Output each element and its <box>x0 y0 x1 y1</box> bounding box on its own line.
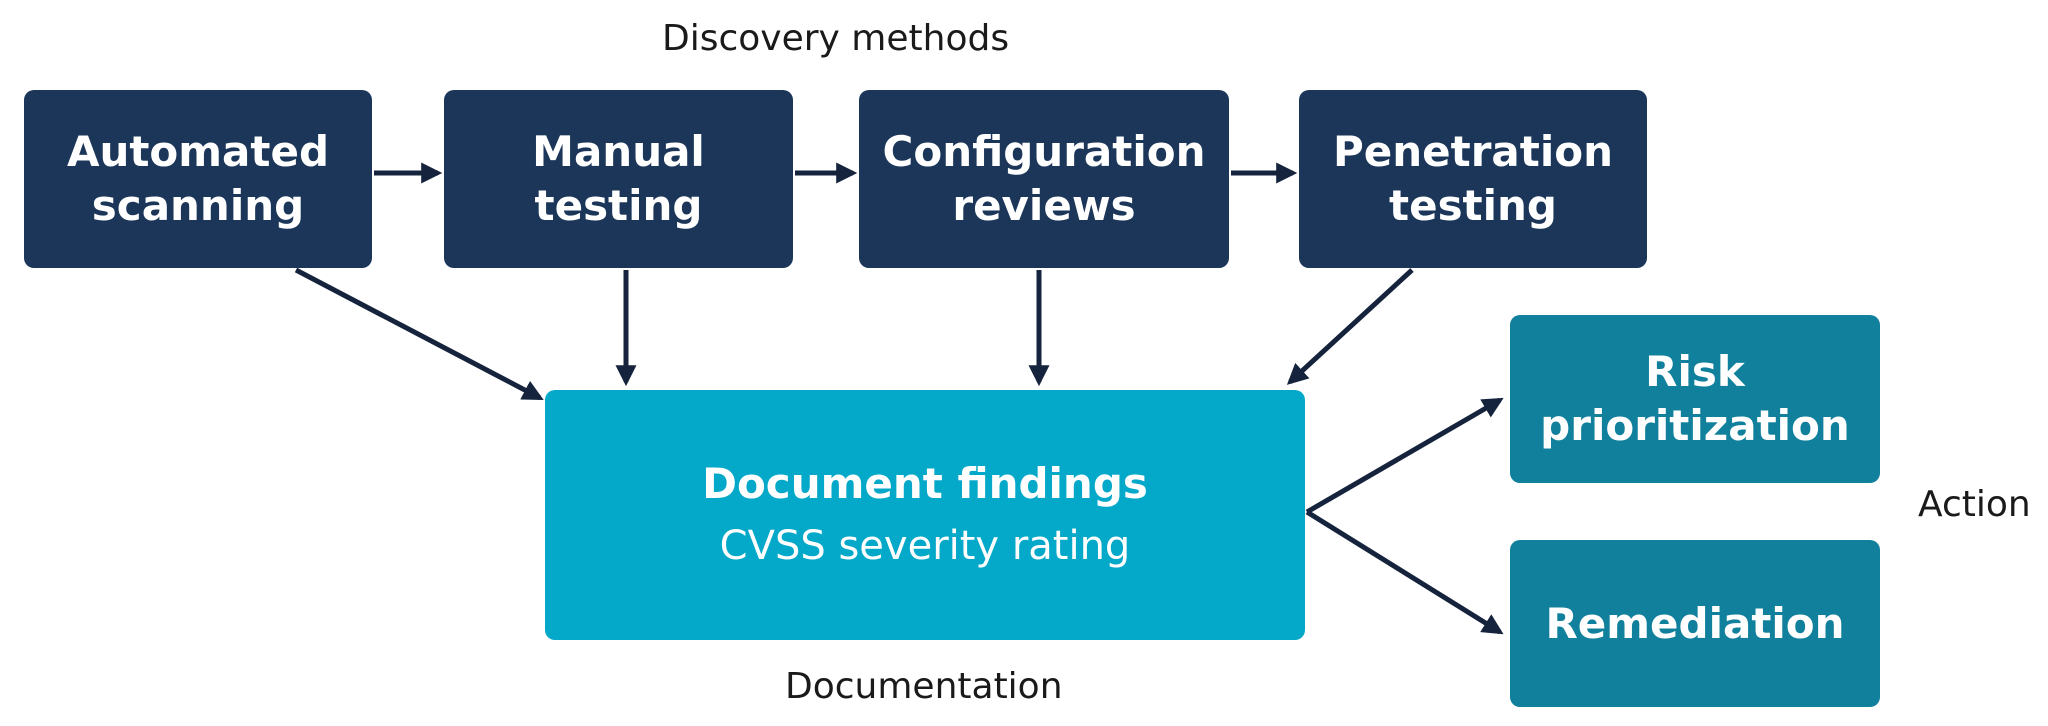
arrow-document-to-risk <box>1305 397 1504 515</box>
automated-scanning-box: Automated scanning <box>24 90 372 268</box>
arrow-automated-to-document <box>294 267 544 401</box>
risk-prioritization-line1: Risk <box>1645 347 1745 396</box>
manual-testing-line2: testing <box>534 181 703 230</box>
remediation-line1: Remediation <box>1545 598 1845 648</box>
configuration-reviews-line2: reviews <box>952 181 1136 230</box>
configuration-reviews-line1: Configuration <box>882 127 1206 176</box>
arrow-document-to-remediation <box>1305 509 1504 635</box>
document-findings-title: Document findings <box>702 459 1148 508</box>
discovery-methods-label: Discovery methods <box>662 18 1010 59</box>
penetration-testing-line2: testing <box>1389 181 1557 230</box>
action-label: Action <box>1918 484 2031 525</box>
manual-testing-line1: Manual <box>532 127 705 176</box>
documentation-label: Documentation <box>785 666 1063 707</box>
document-findings-box: Document findings CVSS severity rating <box>545 390 1305 640</box>
configuration-reviews-box: Configuration reviews <box>859 90 1229 268</box>
automated-scanning-line1: Automated <box>66 127 330 176</box>
risk-prioritization-line2: prioritization <box>1540 401 1850 450</box>
penetration-testing-line1: Penetration <box>1332 127 1613 176</box>
penetration-testing-box: Penetration testing <box>1299 90 1647 268</box>
manual-testing-box: Manual testing <box>444 90 793 268</box>
automated-scanning-line2: scanning <box>91 181 305 230</box>
cvss-severity-subtitle: CVSS severity rating <box>719 523 1131 569</box>
risk-prioritization-box: Risk prioritization <box>1510 315 1880 483</box>
remediation-box: Remediation <box>1510 540 1880 707</box>
arrow-penetration-to-document <box>1286 268 1414 385</box>
